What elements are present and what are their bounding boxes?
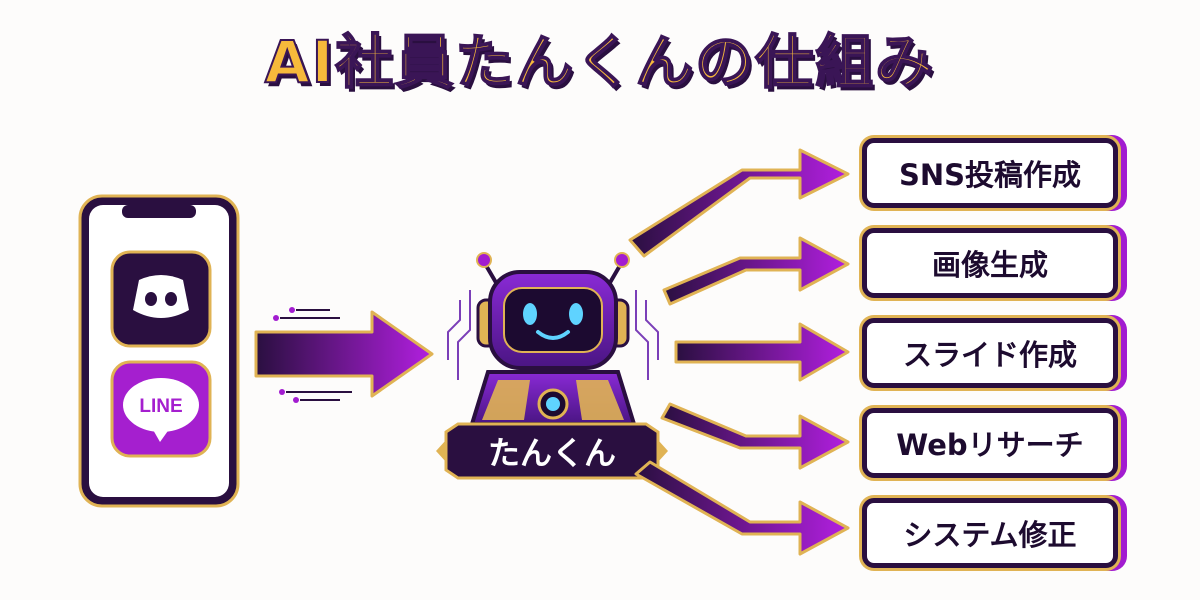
task-image-generation: 画像生成 bbox=[862, 228, 1118, 298]
page-title: AI社員たんくんの仕組み bbox=[264, 27, 936, 97]
output-arrows bbox=[628, 148, 850, 556]
discord-icon bbox=[133, 275, 189, 318]
robot-mascot bbox=[469, 252, 637, 426]
discord-app-icon bbox=[110, 250, 212, 348]
task-label: スライド作成 bbox=[902, 338, 1077, 372]
task-sns-post: SNS投稿作成 bbox=[862, 138, 1118, 208]
smartphone bbox=[78, 194, 240, 508]
line-logo-text: LINE bbox=[139, 396, 183, 417]
input-arrow bbox=[254, 307, 434, 403]
task-label: SNS投稿作成 bbox=[898, 158, 1082, 192]
circuit-traces bbox=[447, 290, 659, 380]
task-label: Webリサーチ bbox=[896, 428, 1084, 462]
line-app-icon bbox=[110, 360, 212, 458]
task-web-research: Webリサーチ bbox=[862, 408, 1118, 478]
task-system-fix: システム修正 bbox=[862, 498, 1118, 568]
robot-name: たんくん bbox=[487, 434, 616, 472]
task-label: システム修正 bbox=[903, 518, 1077, 552]
task-label: 画像生成 bbox=[931, 248, 1048, 282]
task-slide-creation: スライド作成 bbox=[862, 318, 1118, 388]
